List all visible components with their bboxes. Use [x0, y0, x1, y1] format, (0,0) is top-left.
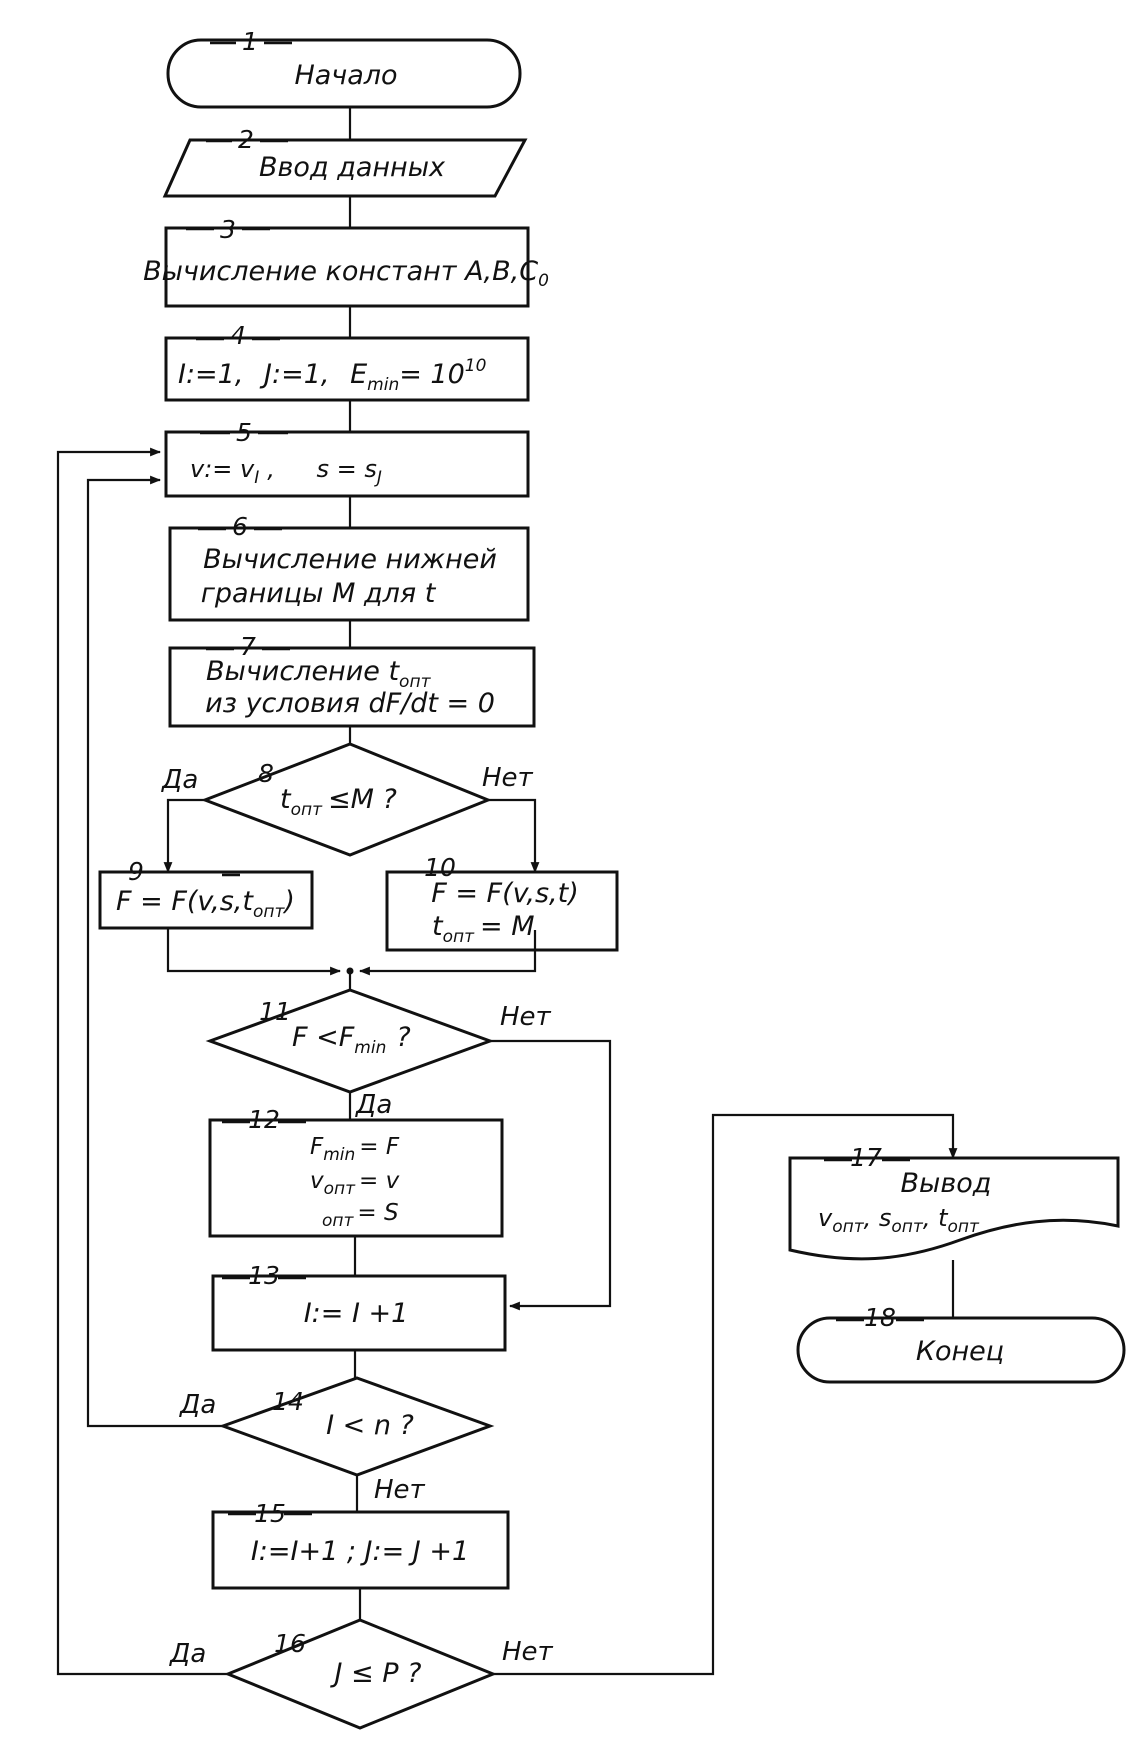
init-label: I:=1, J:=1, Emin= 1010	[178, 356, 486, 395]
block-8-decision: 8 tопт≤М ? Да Нет	[161, 742, 534, 857]
block-2-input: 2 Ввод данных	[162, 125, 528, 198]
block-number-8: 8	[258, 759, 274, 788]
increment-j-label: I:=I+1 ; J:= J +1	[251, 1536, 469, 1567]
block-number-18: 18	[864, 1303, 896, 1332]
number-dashes	[186, 41, 924, 1516]
block-number-11: 11	[259, 997, 291, 1026]
block-18-end: 18 Конец	[796, 1303, 1126, 1384]
decision-11-label: F <Fmin?	[292, 1022, 411, 1058]
block-13-increment-i: 13 I:= I +1	[211, 1261, 507, 1352]
decision-14-yes: Да	[179, 1390, 216, 1420]
update-min-line-1: Fmin= F	[310, 1134, 400, 1165]
block-number-10: 10	[424, 853, 456, 882]
input-label: Ввод данных	[259, 152, 446, 183]
connectors	[56, 107, 958, 1676]
decision-8-label: tопт≤М ?	[280, 784, 397, 820]
decision-16-no: Нет	[502, 1637, 554, 1667]
decision-16-label: J ≤ P ?	[330, 1658, 422, 1689]
eval-label: F = F(v,s,tопт)	[116, 886, 295, 922]
block-number-14: 14	[272, 1387, 304, 1416]
block-5-assign: 5 v:= vI, s = sJ	[164, 418, 530, 498]
block-number-5: 5	[236, 418, 252, 447]
block-7-optimum: 7 Вычисление tопт из условия dF/dt = 0	[168, 632, 536, 728]
block-number-16: 16	[274, 1629, 306, 1658]
eval-bound-line-1: F = F(v,s,t)	[431, 878, 579, 909]
decision-11-yes: Да	[355, 1090, 392, 1120]
end-label: Конец	[916, 1336, 1004, 1367]
optimum-line-1: Вычисление tопт	[206, 656, 432, 692]
lower-bound-line-1: Вычисление нижней	[203, 544, 497, 575]
block-10-eval-bound: 10 F = F(v,s,t) tопт= M	[385, 853, 619, 952]
output-title: Вывод	[901, 1168, 992, 1199]
output-values: vопт, sопт, tопт	[818, 1204, 980, 1237]
block-number-1: 1	[242, 27, 258, 56]
block-9-eval: 9 F = F(v,s,tопт)	[98, 857, 314, 930]
block-16-decision: 16 J ≤ P ? Да Нет	[169, 1618, 554, 1730]
block-number-17: 17	[850, 1143, 882, 1172]
block-3-constants: 3 Вычисление констант А,В,С0	[143, 215, 549, 308]
block-number-4: 4	[230, 321, 246, 350]
assign-label: v:= vI, s = sJ	[190, 455, 382, 488]
decision-14-no: Нет	[374, 1475, 426, 1505]
eval-bound-line-2: tопт= M	[432, 911, 535, 947]
block-number-2: 2	[238, 125, 254, 154]
lower-bound-line-2: границы М для t	[201, 578, 437, 609]
increment-i-label: I:= I +1	[304, 1298, 409, 1329]
decision-8-yes: Да	[161, 765, 198, 795]
start-label: Начало	[294, 60, 397, 91]
constants-label: Вычисление констант А,В,С0	[143, 256, 549, 291]
block-1-start: 1 Начало	[166, 27, 522, 109]
update-min-line-3: опт= S	[322, 1200, 399, 1231]
block-6-lower-bound: 6 Вычисление нижней границы М для t	[168, 512, 530, 622]
block-12-update-min: 12 Fmin= F vопт= v опт= S	[208, 1105, 504, 1238]
block-17-output: 17 Вывод vопт, sопт, tопт	[788, 1143, 1120, 1261]
block-4-init: 4 I:=1, J:=1, Emin= 1010	[164, 321, 530, 402]
block-number-7: 7	[240, 632, 256, 661]
block-number-13: 13	[248, 1261, 280, 1290]
block-11-decision: 11 F <Fmin? Нет Да	[205, 988, 552, 1120]
block-14-decision: 14 I < n ? Да Нет	[179, 1376, 495, 1505]
update-min-line-2: vопт= v	[310, 1168, 400, 1199]
decision-14-label: I < n ?	[326, 1410, 414, 1441]
block-number-12: 12	[248, 1105, 280, 1134]
decision-16-yes: Да	[169, 1639, 206, 1669]
block-number-6: 6	[232, 512, 248, 541]
optimum-line-2: из условия dF/dt = 0	[205, 688, 495, 719]
block-number-3: 3	[220, 215, 236, 244]
block-15-increment-j: 15 I:=I+1 ; J:= J +1	[211, 1499, 510, 1590]
block-number-15: 15	[254, 1499, 286, 1528]
block-number-9: 9	[128, 857, 144, 886]
decision-11-no: Нет	[500, 1002, 552, 1032]
decision-8-no: Нет	[482, 763, 534, 793]
